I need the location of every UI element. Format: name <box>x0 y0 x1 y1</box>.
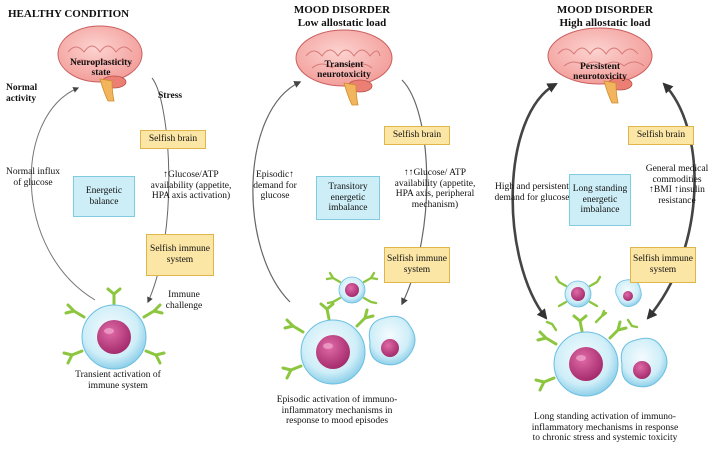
panel-3-caption: Long standing activation of immuno-infla… <box>531 412 679 444</box>
panel-1-selfish-brain: Selfish brain <box>140 130 206 149</box>
panel-2-right-arrow-text: ↑↑Glucose/ ATP availability (appetite, H… <box>394 168 476 210</box>
panel-1-center-box: Energetic balance <box>73 176 135 217</box>
panel-3-brain-icon <box>547 27 653 104</box>
panel-2-left-arrow-text: Episodic↑ demand for glucose <box>253 170 297 202</box>
panel-3-immune-cell-icon <box>534 314 628 397</box>
panel-3-small-cell-1-icon <box>554 275 602 308</box>
panel-1-stress-label: Stress <box>158 91 183 101</box>
panel-2-small-cell-icon <box>325 271 379 305</box>
panel-3-left-arrow-text: High and persistent demand for glucose <box>494 182 570 203</box>
panel-1-normal-activity: Normal activity <box>6 83 38 104</box>
panel-1-brain-icon <box>57 25 143 102</box>
panel-2-subtitle: Low allostatic load <box>297 17 387 29</box>
panel-3-receptor-fragments-icon <box>545 309 639 332</box>
panel-3-graphics <box>511 27 696 397</box>
panel-2-selfish-immune: Selfish immune system <box>384 247 450 283</box>
panel-2-brain-icon <box>295 29 393 106</box>
panel-2-selfish-brain: Selfish brain <box>384 126 450 145</box>
panel-1-left-arrow-text: Normal influx of glucose <box>5 167 61 188</box>
panel-3-title: MOOD DISORDER <box>556 4 654 16</box>
panel-2-immune-cell-icon <box>281 302 375 385</box>
panel-2-irregular-cell-icon <box>368 315 416 366</box>
panel-3-selfish-immune: Selfish immune system <box>630 247 696 283</box>
panel-2-center-box: Transitory energetic imbalance <box>316 176 380 220</box>
panel-3-selfish-brain: Selfish brain <box>628 126 694 145</box>
panel-3-right-arrow <box>646 82 696 320</box>
panel-1-immune-cell-icon <box>62 287 166 370</box>
panel-1-left-arrow <box>30 87 96 301</box>
panel-1-immune-challenge: Immune challenge <box>165 290 203 311</box>
panel-1-right-arrow-text: ↑Glucose/ATP availability (appetite, HPA… <box>150 170 232 202</box>
panel-2-graphics <box>252 29 428 385</box>
panel-1-selfish-immune: Selfish immune system <box>146 234 214 276</box>
panel-2-title: MOOD DISORDER <box>293 4 391 16</box>
panel-1-brain-label: Neuroplasticity state <box>69 58 133 79</box>
panel-2-left-arrow <box>252 81 302 303</box>
panel-2-brain-label: Transient neurotoxicity <box>317 60 371 81</box>
panel-3-center-box: Long standing energetic imbalance <box>569 174 631 226</box>
panel-3-brain-label: Persistent neurotoxicity <box>573 62 627 83</box>
panel-3-irregular-cell-icon <box>620 337 668 388</box>
panel-1-caption: Transient activation of immune system <box>75 370 161 391</box>
panel-1-title: HEALTHY CONDITION <box>8 8 130 20</box>
panel-3-subtitle: High allostatic load <box>559 17 651 29</box>
panel-1-graphics <box>30 25 170 370</box>
panel-3-right-arrow-text: General medical commodities ↑BMI ↑insuli… <box>645 164 709 206</box>
panel-3-small-cell-2-icon <box>615 279 642 307</box>
panel-3-left-arrow <box>511 82 558 320</box>
panel-2-caption: Episodic activation of immuno-inflammato… <box>276 395 398 427</box>
